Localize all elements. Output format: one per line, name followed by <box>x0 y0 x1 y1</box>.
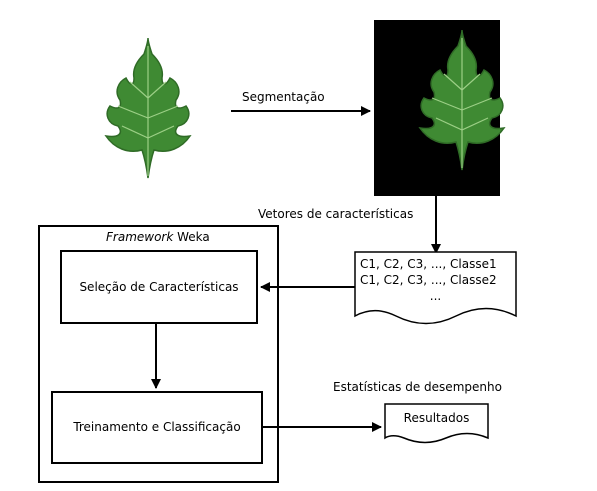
framework-title-italic: Framework <box>106 230 174 244</box>
training-classification-label: Treinamento e Classificação <box>73 420 241 434</box>
data-line-3: ... <box>429 289 442 303</box>
framework-title-rest: Weka <box>173 230 210 244</box>
results-label: Resultados <box>403 411 470 425</box>
segmentation-label: Segmentação <box>242 90 325 104</box>
framework-title: Framework Weka <box>106 230 210 244</box>
data-line-1: C1, C2, C3, ..., Classe1 <box>360 257 497 271</box>
feature-selection-box <box>60 250 258 324</box>
results-document <box>384 403 489 444</box>
feature-data-document <box>354 251 517 325</box>
statistics-label: Estatísticas de desempenho <box>333 380 502 394</box>
feature-vectors-label: Vetores de características <box>258 207 414 221</box>
framework-weka-box <box>38 225 279 483</box>
data-line-2: C1, C2, C3, ..., Classe2 <box>360 273 497 287</box>
feature-selection-label: Seleção de Características <box>79 280 239 294</box>
segmented-leaf-image <box>419 29 505 171</box>
original-leaf-image <box>105 37 191 179</box>
